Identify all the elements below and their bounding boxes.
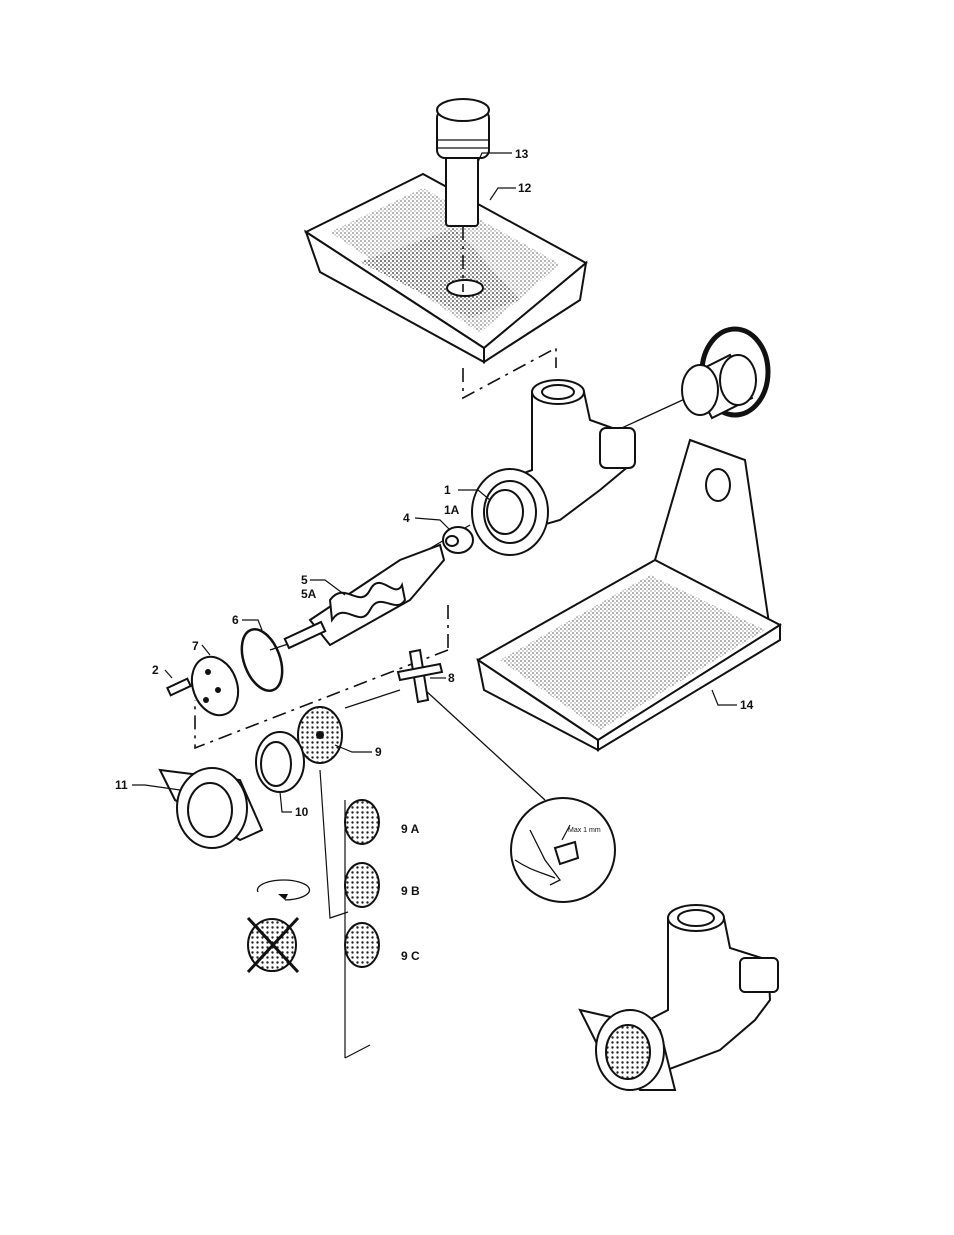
label-5: 5 <box>301 573 308 587</box>
part-8-knife <box>398 650 442 702</box>
part-7-perforated-plate <box>184 650 246 721</box>
part-9b-plate <box>345 863 379 907</box>
label-9c: 9 C <box>401 949 420 963</box>
assembled-grinder <box>580 905 778 1090</box>
label-1a: 1A <box>444 503 460 517</box>
label-10: 10 <box>295 805 309 819</box>
part-10-ring <box>256 732 304 792</box>
label-6: 6 <box>232 613 239 627</box>
label-detail-max-1mm: Max 1 mm <box>568 827 601 834</box>
part-1-grinder-body <box>472 380 635 555</box>
label-1: 1 <box>444 483 451 497</box>
part-motor-collar <box>682 329 768 418</box>
label-13: 13 <box>515 147 529 161</box>
part-11-locking-nut <box>160 768 262 848</box>
part-9a-plate <box>345 800 379 844</box>
part-9c-plate <box>345 923 379 967</box>
part-4-bushing <box>443 527 473 553</box>
label-9: 9 <box>375 745 382 759</box>
rotation-arrow-icon <box>257 880 309 900</box>
part-6-seal-ring <box>234 624 290 696</box>
part-9-plate <box>298 707 342 763</box>
label-5a: 5A <box>301 587 317 601</box>
part-2-pin <box>167 679 190 696</box>
label-9a: 9 A <box>401 822 420 836</box>
label-12: 12 <box>518 181 532 195</box>
label-2: 2 <box>152 663 159 677</box>
label-7: 7 <box>192 639 199 653</box>
label-11: 11 <box>115 778 128 792</box>
label-4: 4 <box>403 511 410 525</box>
incorrect-plate-crossed-icon <box>248 918 298 972</box>
label-8: 8 <box>448 671 455 685</box>
label-14: 14 <box>740 698 754 712</box>
label-9b: 9 B <box>401 884 420 898</box>
knife-clearance-detail <box>511 798 615 902</box>
